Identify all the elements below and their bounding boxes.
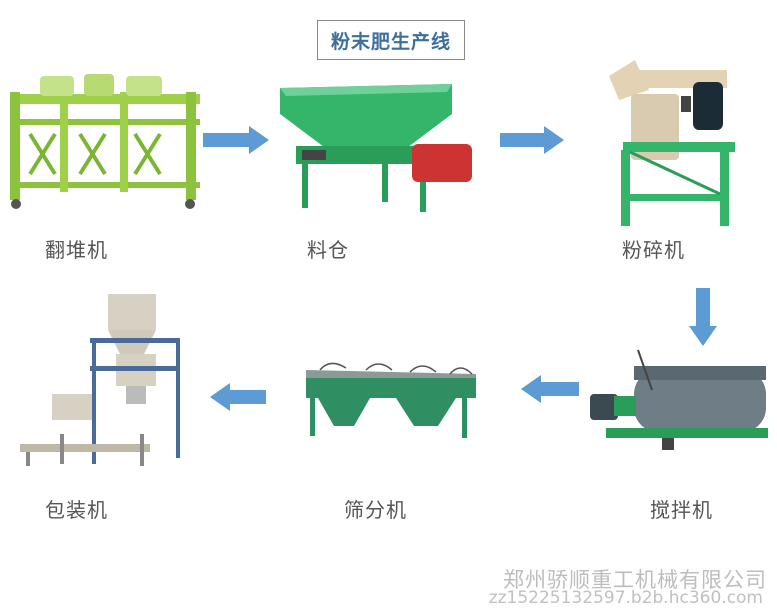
screening-machine-image (306, 362, 476, 438)
contact-watermark: zz15225132597.b2b.hc360.com (488, 588, 763, 608)
arrow-right-icon (500, 126, 564, 154)
diagram-title: 粉末肥生产线 (317, 20, 465, 60)
label-mixer: 搅拌机 (650, 498, 713, 522)
arrow-down-icon (689, 288, 717, 346)
label-screening-machine: 筛分机 (344, 498, 407, 522)
compost-turner-image (10, 74, 200, 209)
arrow-left-icon (210, 383, 266, 411)
label-packaging-machine: 包装机 (45, 498, 108, 522)
crusher-image (609, 60, 735, 226)
packaging-machine-image (20, 294, 180, 466)
arrow-right-icon (203, 126, 269, 154)
mixer-image (590, 349, 768, 450)
arrow-left-icon (521, 375, 579, 403)
label-compost-turner: 翻堆机 (45, 238, 108, 262)
label-hopper-bin: 料仓 (307, 238, 349, 262)
company-watermark: 郑州骄顺重工机械有限公司 (503, 568, 767, 592)
hopper-bin-image (280, 84, 472, 212)
label-crusher: 粉碎机 (622, 238, 685, 262)
